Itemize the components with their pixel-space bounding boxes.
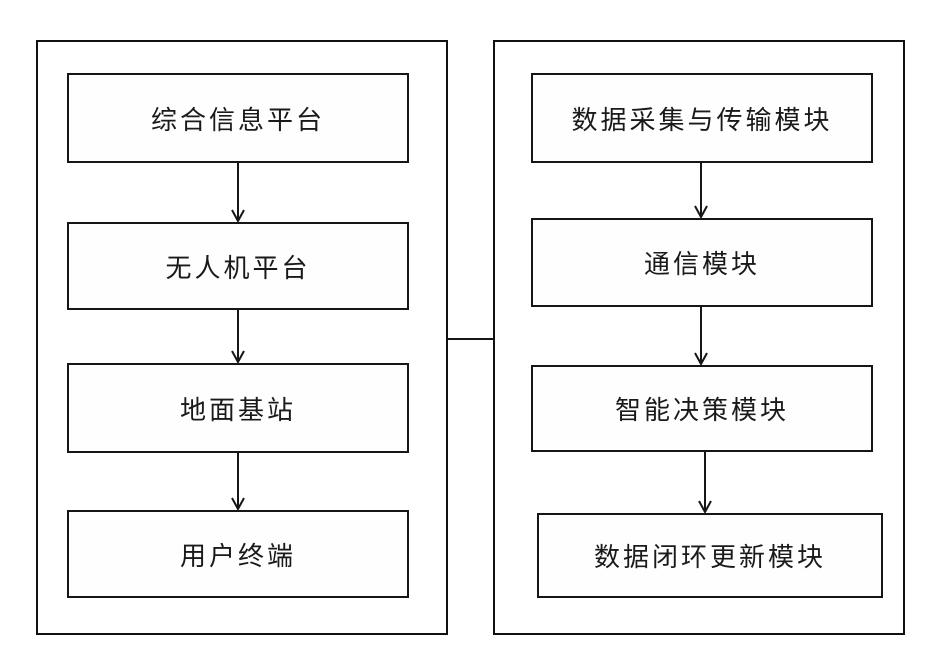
box-communication-module: 通信模块 (531, 218, 873, 307)
down-arrow-icon (698, 452, 712, 515)
box-ground-base-station: 地面基站 (67, 363, 409, 453)
box-intelligent-decision-module: 智能决策模块 (531, 365, 873, 452)
down-arrow-icon (694, 163, 708, 220)
box-integrated-info-platform: 综合信息平台 (67, 73, 409, 163)
down-arrow-icon (231, 163, 245, 224)
down-arrow-icon (231, 310, 245, 365)
box-user-terminal: 用户终端 (67, 510, 409, 598)
down-arrow-icon (231, 453, 245, 512)
box-uav-platform: 无人机平台 (67, 222, 409, 310)
box-data-closed-loop-update-module: 数据闭环更新模块 (537, 513, 883, 598)
panel-connector-line (448, 338, 493, 340)
down-arrow-icon (694, 307, 708, 367)
box-data-collection-transmission-module: 数据采集与传输模块 (531, 73, 873, 163)
